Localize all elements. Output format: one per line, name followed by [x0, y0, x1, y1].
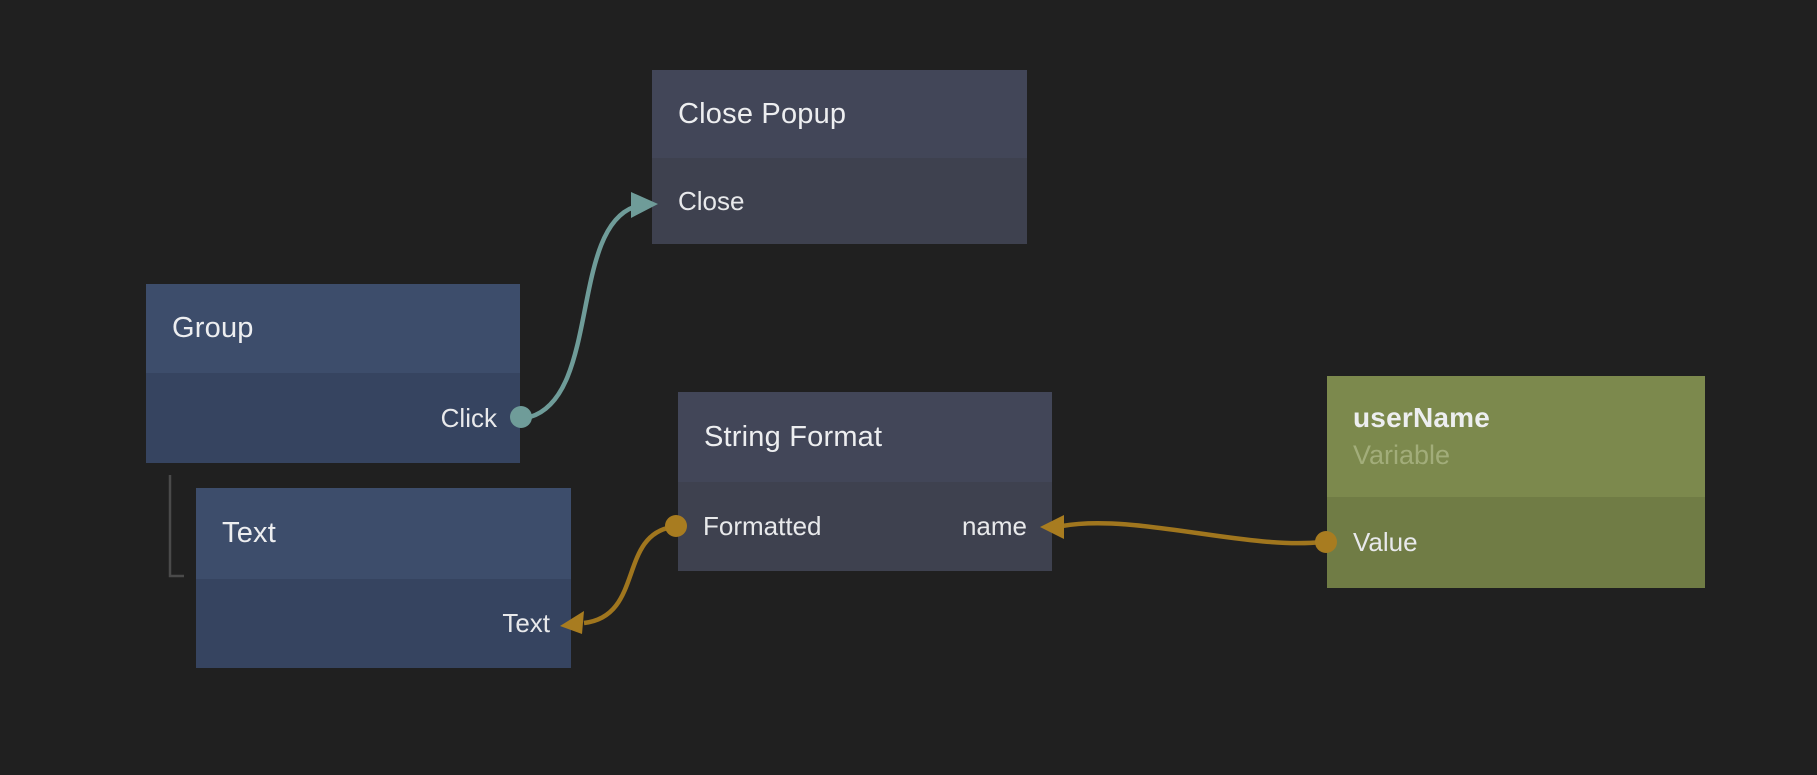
node-group-body: Click: [146, 373, 520, 463]
connection-formatted-to-text[interactable]: [583, 524, 673, 626]
node-username-variable[interactable]: userName Variable Value: [1327, 376, 1705, 588]
node-group-header[interactable]: Group: [146, 284, 520, 373]
node-group[interactable]: Group Click: [146, 284, 520, 463]
node-subtitle: Variable: [1353, 440, 1451, 470]
node-title: userName: [1353, 402, 1491, 433]
node-close-popup-header[interactable]: Close Popup: [652, 70, 1027, 158]
node-string-format[interactable]: String Format Formatted name: [678, 392, 1052, 571]
node-title: String Format: [704, 420, 883, 453]
node-text-header[interactable]: Text: [196, 488, 571, 579]
port-value-output[interactable]: Value: [1353, 527, 1418, 557]
port-close-input[interactable]: Close: [678, 185, 745, 216]
node-username-body: Value: [1327, 497, 1705, 588]
node-username-header[interactable]: userName Variable: [1327, 376, 1705, 497]
port-text-input[interactable]: Text: [502, 608, 550, 638]
node-title: Text: [222, 517, 276, 549]
connection-value-to-name[interactable]: [1061, 521, 1323, 546]
node-string-format-body: Formatted name: [678, 482, 1052, 571]
node-text-body: Text: [196, 579, 571, 668]
node-string-format-header[interactable]: String Format: [678, 392, 1052, 482]
port-formatted-output[interactable]: Formatted: [703, 511, 822, 541]
node-close-popup-body: Close: [652, 158, 1027, 244]
port-name-input[interactable]: name: [961, 511, 1027, 541]
node-title: Group: [172, 312, 254, 344]
node-text[interactable]: Text Text: [196, 488, 571, 668]
port-click-output[interactable]: Click: [440, 402, 497, 433]
parent-child-connector: [168, 475, 184, 578]
connection-click-to-close[interactable]: [529, 204, 635, 420]
node-title: Close Popup: [678, 97, 847, 130]
node-close-popup[interactable]: Close Popup Close: [652, 70, 1027, 244]
